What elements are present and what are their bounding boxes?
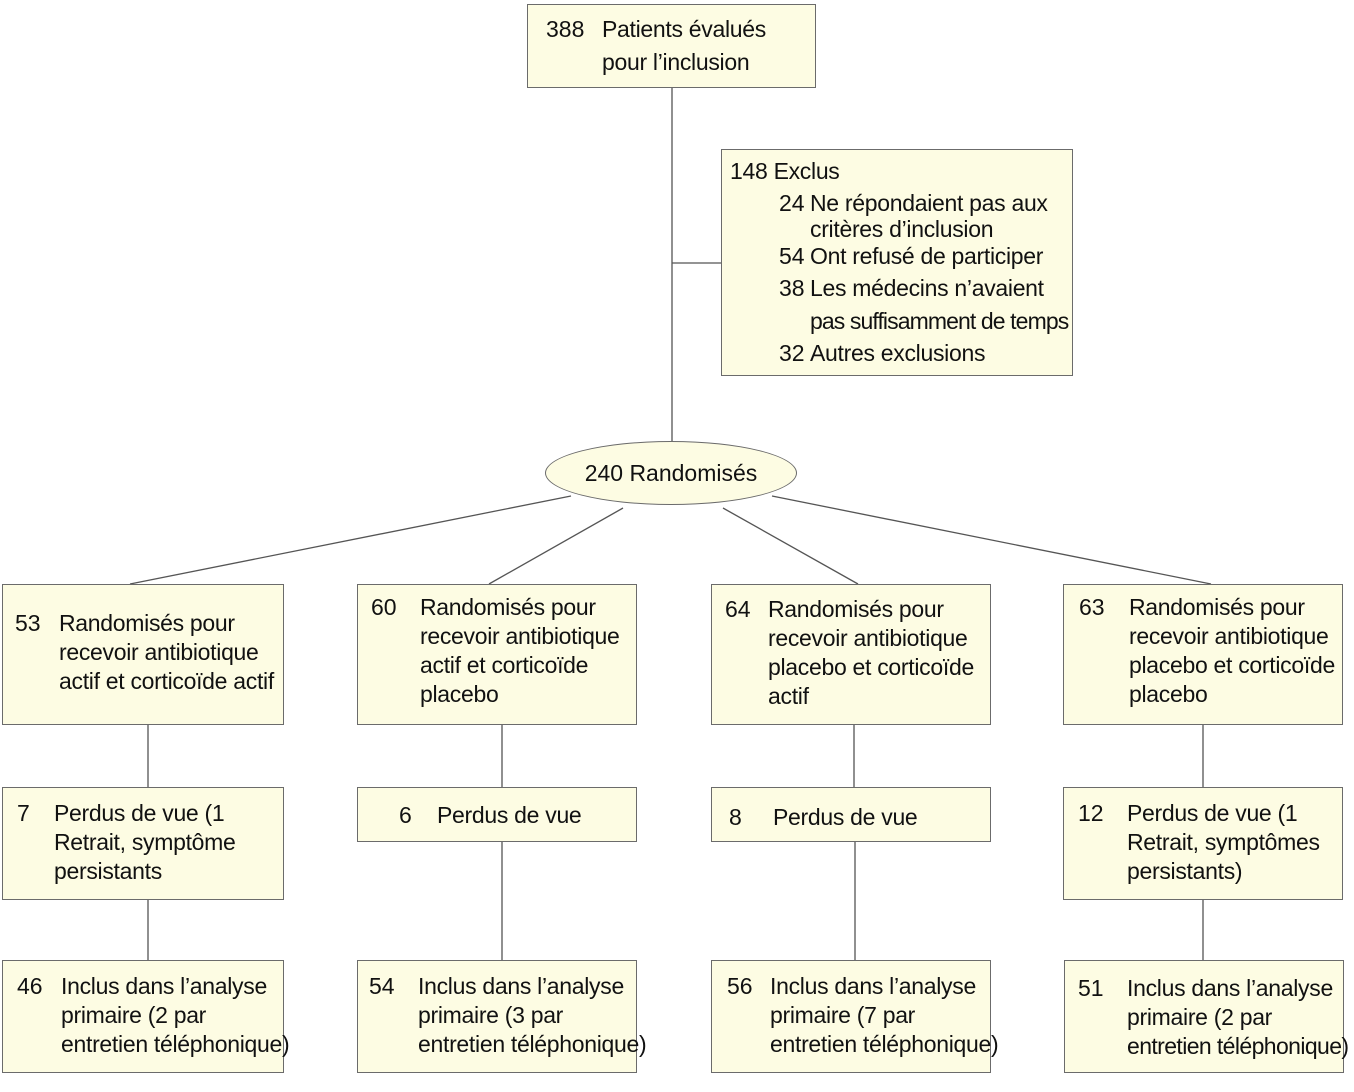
randomized-node: 240 Randomisés <box>545 441 797 505</box>
screened-label-line-2: pour l’inclusion <box>602 49 750 75</box>
lost-box-arm-3: 8 Perdus de vue <box>711 787 991 842</box>
randomized-label: 240 Randomisés <box>584 459 758 486</box>
analysed-box-arm-1: 46 Inclus dans l’analyse primaire (2 par… <box>2 960 290 1073</box>
excluded-item-count: 38 <box>779 275 805 301</box>
excluded-item-text: Les médecins n’avaient <box>810 275 1044 301</box>
excluded-title: 148 Exclus <box>730 158 840 184</box>
allocation-count: 64 <box>725 596 751 622</box>
lost-count: 7 <box>17 800 30 826</box>
screened-count: 388 <box>546 16 585 42</box>
analysed-text: primaire (2 par <box>61 1002 207 1028</box>
excluded-item-text: critères d’inclusion <box>810 216 994 242</box>
lost-text: Retrait, symptôme <box>54 829 236 855</box>
excluded-item-text: pas suffisamment de temps <box>810 308 1069 334</box>
allocation-text: placebo et corticoïde <box>1129 652 1335 678</box>
analysed-box-arm-3: 56 Inclus dans l’analyse primaire (7 par… <box>711 960 999 1073</box>
connector-arm-2 <box>488 507 624 585</box>
lost-text: Perdus de vue <box>773 804 918 830</box>
lost-text: persistants <box>54 858 162 884</box>
lost-text: Retrait, symptômes <box>1127 829 1320 855</box>
analysed-text: entretien téléphonique) <box>418 1031 647 1057</box>
lost-box-arm-4: 12 Perdus de vue (1 Retrait, symptômes p… <box>1063 787 1343 900</box>
excluded-item-text: Autres exclusions <box>810 340 986 366</box>
allocation-text: actif et corticoïde actif <box>59 668 274 694</box>
allocation-text: placebo <box>420 681 499 707</box>
allocation-text: placebo <box>1129 681 1208 707</box>
allocation-box-arm-1: 53 Randomisés pour recevoir antibiotique… <box>2 584 284 725</box>
analysed-text: primaire (7 par <box>770 1002 916 1028</box>
screened-box: 388 Patients évalués pour l’inclusion <box>527 4 816 88</box>
analysed-text: primaire (2 par <box>1127 1004 1273 1030</box>
allocation-count: 53 <box>15 610 41 636</box>
excluded-box: 148 Exclus 24 Ne répondaient pas aux cri… <box>721 149 1073 376</box>
allocation-text: placebo et corticoïde <box>768 654 974 680</box>
allocation-text: recevoir antibiotique <box>1129 623 1329 649</box>
analysed-count: 46 <box>17 973 43 999</box>
allocation-text: Randomisés pour <box>420 594 596 620</box>
allocation-text: actif <box>768 683 809 709</box>
analysed-text: entretien téléphonique) <box>1127 1033 1349 1059</box>
connector-arm-3 <box>722 507 859 585</box>
analysed-count: 54 <box>369 973 395 999</box>
analysed-text: Inclus dans l’analyse <box>418 973 624 999</box>
analysed-count: 51 <box>1078 975 1104 1001</box>
excluded-item-text: Ont refusé de participer <box>810 243 1044 269</box>
allocation-count: 63 <box>1079 594 1105 620</box>
lost-count: 6 <box>399 802 412 828</box>
lost-box-arm-2: 6 Perdus de vue <box>357 787 637 842</box>
connector-arm-1 <box>129 495 572 585</box>
screened-label-line-1: Patients évalués <box>602 16 766 42</box>
allocation-box-arm-3: 64 Randomisés pour recevoir antibiotique… <box>711 584 991 725</box>
analysed-text: entretien téléphonique) <box>61 1031 290 1057</box>
allocation-text: actif et corticoïde <box>420 652 589 678</box>
lost-count: 8 <box>729 804 742 830</box>
analysed-box-arm-4: 51 Inclus dans l’analyse primaire (2 par… <box>1064 960 1349 1073</box>
analysed-text: Inclus dans l’analyse <box>1127 975 1333 1001</box>
lost-text: Perdus de vue (1 <box>54 800 225 826</box>
excluded-item-count: 54 <box>779 243 805 269</box>
allocation-count: 60 <box>371 594 397 620</box>
allocation-text: recevoir antibiotique <box>420 623 620 649</box>
analysed-text: Inclus dans l’analyse <box>61 973 267 999</box>
allocation-text: Randomisés pour <box>1129 594 1305 620</box>
lost-count: 12 <box>1078 800 1104 826</box>
allocation-box-arm-4: 63 Randomisés pour recevoir antibiotique… <box>1063 584 1343 725</box>
allocation-text: recevoir antibiotique <box>768 625 968 651</box>
allocation-text: Randomisés pour <box>59 610 235 636</box>
analysed-text: primaire (3 par <box>418 1002 564 1028</box>
lost-text: persistants) <box>1127 858 1243 884</box>
allocation-text: Randomisés pour <box>768 596 944 622</box>
analysed-text: Inclus dans l’analyse <box>770 973 976 999</box>
allocation-text: recevoir antibiotique <box>59 639 259 665</box>
lost-text: Perdus de vue (1 <box>1127 800 1298 826</box>
lost-box-arm-1: 7 Perdus de vue (1 Retrait, symptôme per… <box>2 787 284 900</box>
allocation-box-arm-2: 60 Randomisés pour recevoir antibiotique… <box>357 584 637 725</box>
excluded-item-text: Ne répondaient pas aux <box>810 190 1048 216</box>
connector-arm-4 <box>771 495 1212 585</box>
analysed-text: entretien téléphonique) <box>770 1031 999 1057</box>
excluded-item-count: 32 <box>779 340 805 366</box>
lost-text: Perdus de vue <box>437 802 582 828</box>
excluded-item-count: 24 <box>779 190 805 216</box>
analysed-box-arm-2: 54 Inclus dans l’analyse primaire (3 par… <box>357 960 647 1073</box>
analysed-count: 56 <box>727 973 753 999</box>
